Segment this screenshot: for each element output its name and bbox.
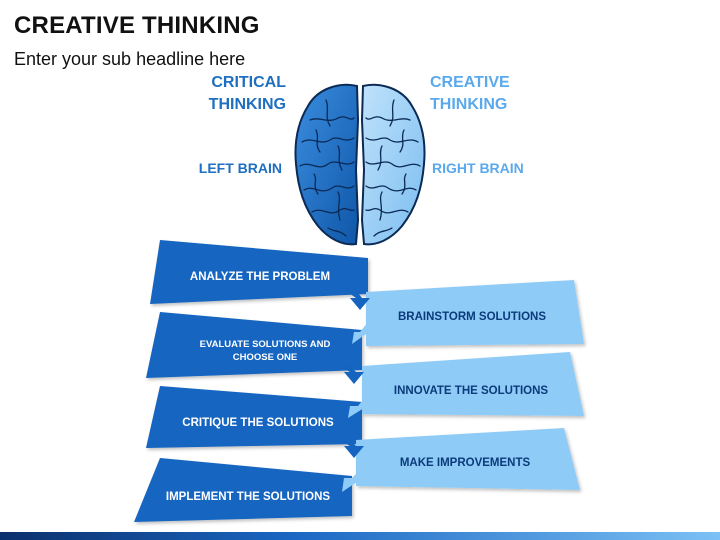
connector-arrow-2 (352, 322, 380, 344)
step-label-improvements: MAKE IMPROVEMENTS (399, 457, 531, 469)
step-box-innovate (362, 352, 584, 416)
left-brain-label: LEFT BRAIN (198, 160, 282, 176)
step-label-brainstorm: BRAINSTORM SOLUTIONS (397, 311, 546, 323)
step-box-improvements (356, 428, 580, 490)
step-box-implement (134, 458, 352, 522)
step-box-brainstorm (366, 280, 584, 346)
step-label-evaluate: EVALUATE SOLUTIONS AND CHOOSE ONE (199, 339, 331, 363)
connector-arrow-3 (336, 364, 364, 384)
connector-arrow-4 (348, 396, 378, 418)
critical-thinking-heading: CRITICAL THINKING (208, 74, 286, 113)
step-box-evaluate (146, 312, 362, 378)
connector-arrow-1 (342, 288, 370, 310)
page-title: CREATIVE THINKING (14, 12, 260, 39)
step-box-analyze (150, 240, 368, 304)
brain-illustration (294, 83, 426, 246)
creative-thinking-heading: CREATIVE THINKING (430, 74, 510, 113)
step-label-innovate: INNOVATE THE SOLUTIONS (393, 385, 549, 397)
connector-arrow-6 (342, 468, 374, 492)
connector-arrow-5 (336, 438, 364, 458)
page-subtitle: Enter your sub headline here (14, 49, 246, 69)
footer-gradient-bar (0, 532, 720, 540)
step-label-implement: IMPLEMENT THE SOLUTIONS (165, 491, 331, 503)
step-label-analyze: ANALYZE THE PROBLEM (189, 271, 331, 283)
step-box-critique (146, 386, 362, 448)
right-brain-label: RIGHT BRAIN (432, 160, 524, 176)
step-label-critique: CRITIQUE THE SOLUTIONS (182, 417, 334, 429)
